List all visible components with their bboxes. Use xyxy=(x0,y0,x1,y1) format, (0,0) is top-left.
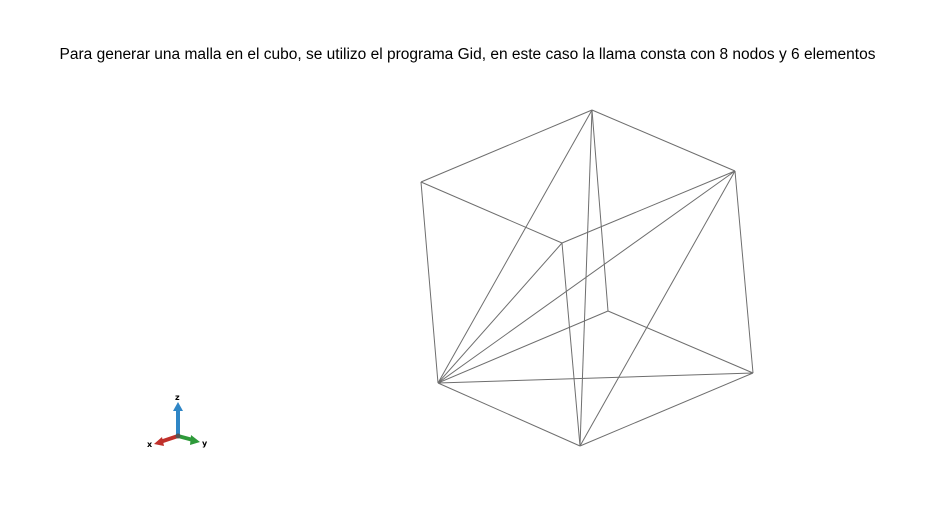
y-axis-line xyxy=(177,434,194,442)
cube-edge xyxy=(420,109,593,183)
cube-edge xyxy=(420,181,439,384)
x-axis-label: x xyxy=(147,440,153,449)
mesh-diagonal xyxy=(579,170,736,447)
cube-mesh xyxy=(420,109,754,447)
cube-edge xyxy=(561,242,581,447)
cube-edge xyxy=(607,310,754,374)
cube-edge xyxy=(561,170,736,244)
cube-edge xyxy=(437,382,581,447)
cube-edge xyxy=(591,109,736,172)
mesh-diagonal xyxy=(579,109,593,447)
mesh-diagonal xyxy=(437,109,593,384)
cube-edge xyxy=(420,181,563,244)
cube-edge xyxy=(579,372,754,447)
z-axis-label: z xyxy=(175,393,180,402)
z-axis-arrowhead xyxy=(173,402,183,411)
axis-origin xyxy=(175,433,181,439)
mesh-diagonal xyxy=(437,170,736,384)
caption-text: Para generar una malla en el cubo, se ut… xyxy=(59,46,876,63)
mesh-diagonal xyxy=(437,372,754,384)
x-axis-line xyxy=(159,434,179,444)
cube-edge xyxy=(734,170,754,374)
x-axis-arrowhead xyxy=(154,437,164,446)
y-axis-arrowhead xyxy=(190,435,200,445)
mesh-diagonal xyxy=(437,242,563,384)
cube-edge xyxy=(591,109,609,312)
axis-triad: z y x xyxy=(147,393,208,449)
cube-edge xyxy=(437,310,609,384)
y-axis-label: y xyxy=(202,439,208,448)
